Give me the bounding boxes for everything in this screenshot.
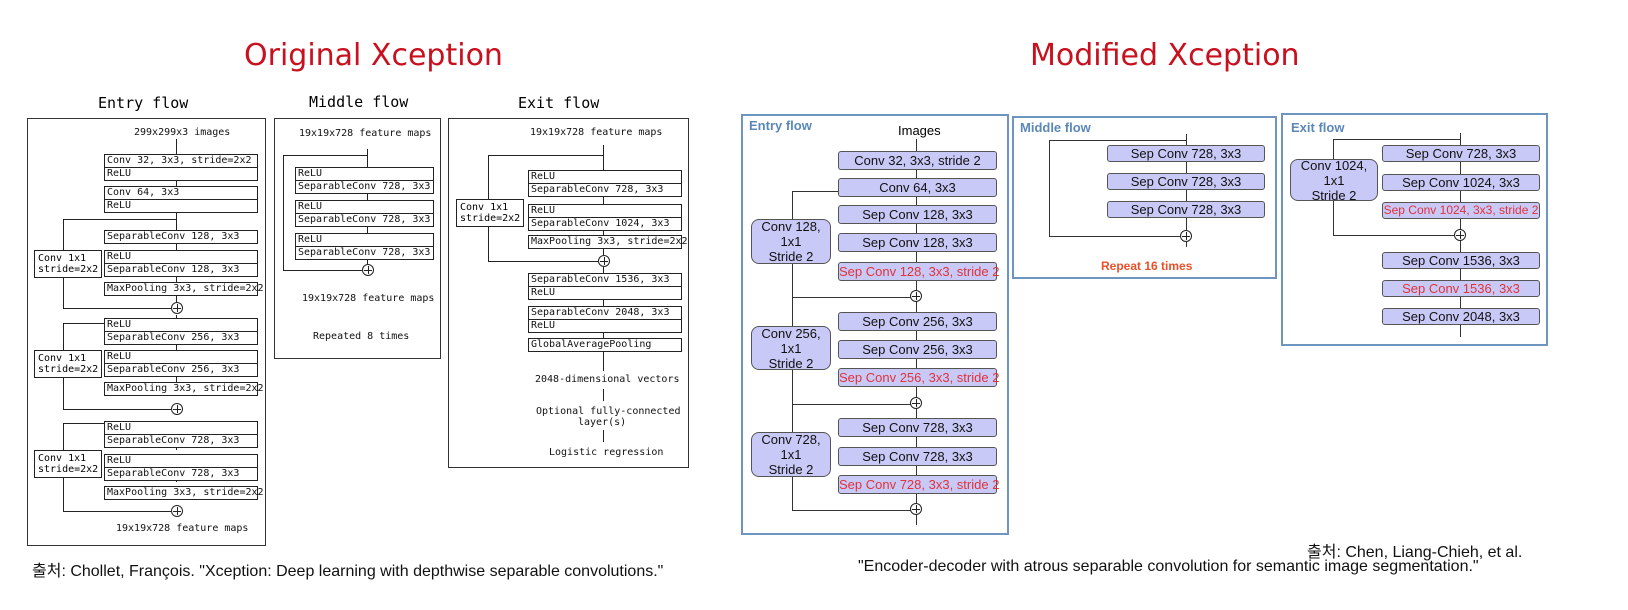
m-repeat-label: Repeat 16 times xyxy=(1101,259,1193,273)
add-icon xyxy=(1180,230,1192,242)
exit-maxpool-box: MaxPooling 3x3, stride=2x2 xyxy=(528,235,688,249)
exit-fc-label-2: layer(s) xyxy=(578,417,627,428)
m-exit-sepconv1536-box: Sep Conv 1536, 3x3 xyxy=(1382,252,1540,269)
modified-xception-title: Modified Xception xyxy=(1030,38,1300,73)
add-icon xyxy=(598,255,610,267)
entry-output-label: 19x19x728 feature maps xyxy=(116,523,249,534)
middle-output-label: 19x19x728 feature maps xyxy=(302,293,435,304)
add-icon xyxy=(171,505,183,517)
modified-entry-flow-panel: Entry flow Images Conv 32, 3x3, stride 2… xyxy=(741,114,1009,535)
exit-input-label: 19x19x728 feature maps xyxy=(530,127,663,138)
original-source-caption: 출처: Chollet, François. "Xception: Deep l… xyxy=(32,563,664,580)
m-exit-sepconv1024-stride2-box: Sep Conv 1024, 3x3, stride 2 xyxy=(1382,202,1540,219)
m-conv64-box: Conv 64, 3x3 xyxy=(838,178,997,197)
add-icon xyxy=(171,302,183,314)
exit-flow-title: Exit flow xyxy=(518,94,600,112)
m-exit-sepconv1024-box: Sep Conv 1024, 3x3 xyxy=(1382,174,1540,191)
add-icon xyxy=(362,264,374,276)
add-icon xyxy=(910,397,922,409)
m-sepconv256-box-1: Sep Conv 256, 3x3 xyxy=(838,312,997,331)
m-sepconv256-stride2-box: Sep Conv 256, 3x3, stride 2 xyxy=(838,368,1000,387)
m-conv32-box: Conv 32, 3x3, stride 2 xyxy=(838,151,997,170)
images-label: Images xyxy=(898,123,941,138)
entry-sepconv128-a-box: SeparableConv 128, 3x3 xyxy=(104,230,258,244)
m-sepconv128-box-2: Sep Conv 128, 3x3 xyxy=(838,233,997,252)
original-entry-flow-panel: 299x299x3 images Conv 32, 3x3, stride=2x… xyxy=(27,118,266,546)
entry-input-label: 299x299x3 images xyxy=(134,127,231,138)
modified-source-caption-2: "Encoder-decoder with atrous separable c… xyxy=(858,558,1479,575)
m-sepconv128-stride2-box: Sep Conv 128, 3x3, stride 2 xyxy=(838,262,1000,281)
m-sepconv728-box-2: Sep Conv 728, 3x3 xyxy=(838,447,997,466)
m-middle-sepconv-box-2: Sep Conv 728, 3x3 xyxy=(1107,173,1265,190)
m-sepconv728-box-1: Sep Conv 728, 3x3 xyxy=(838,418,997,437)
m-exit-sepconv728-box: Sep Conv 728, 3x3 xyxy=(1382,145,1540,162)
m-middle-sepconv-box-1: Sep Conv 728, 3x3 xyxy=(1107,145,1265,162)
exit-logreg-label: Logistic regression xyxy=(549,447,664,458)
modified-middle-flow-panel: Middle flow Sep Conv 728, 3x3 Sep Conv 7… xyxy=(1012,116,1277,279)
modified-exit-flow-panel: Exit flow Sep Conv 728, 3x3 Sep Conv 102… xyxy=(1281,113,1548,346)
modified-source-caption-1: 출처: Chen, Liang-Chieh, et al. xyxy=(1307,544,1523,561)
m-sepconv256-box-2: Sep Conv 256, 3x3 xyxy=(838,340,997,359)
modified-entry-flow-title: Entry flow xyxy=(749,118,812,133)
exit-vectors-label: 2048-dimensional vectors xyxy=(535,374,680,385)
middle-repeat-label: Repeated 8 times xyxy=(313,331,410,342)
middle-flow-title: Middle flow xyxy=(309,93,409,111)
m-sepconv128-box-1: Sep Conv 128, 3x3 xyxy=(838,205,997,224)
entry-maxpool-2-box: MaxPooling 3x3, stride=2x2 xyxy=(104,382,264,396)
m-exit-sepconv2048-box: Sep Conv 2048, 3x3 xyxy=(1382,308,1540,325)
exit-globalavgpool-box: GlobalAveragePooling xyxy=(528,338,682,352)
modified-exit-flow-title: Exit flow xyxy=(1291,120,1345,135)
entry-maxpool-3-box: MaxPooling 3x3, stride=2x2 xyxy=(104,486,264,500)
add-icon xyxy=(171,403,183,415)
exit-fc-label-1: Optional fully-connected xyxy=(536,406,681,417)
entry-maxpool-1-box: MaxPooling 3x3, stride=2x2 xyxy=(104,282,264,296)
modified-middle-flow-title: Middle flow xyxy=(1020,120,1091,135)
add-icon xyxy=(910,503,922,515)
m-exit-sepconv1536-red-box: Sep Conv 1536, 3x3 xyxy=(1382,280,1540,297)
m-sepconv728-stride2-box: Sep Conv 728, 3x3, stride 2 xyxy=(838,475,1000,494)
entry-flow-title: Entry flow xyxy=(98,94,189,112)
add-icon xyxy=(910,290,922,302)
m-middle-sepconv-box-3: Sep Conv 728, 3x3 xyxy=(1107,201,1265,218)
middle-input-label: 19x19x728 feature maps xyxy=(299,128,432,139)
original-xception-title: Original Xception xyxy=(244,38,503,73)
add-icon xyxy=(1454,229,1466,241)
